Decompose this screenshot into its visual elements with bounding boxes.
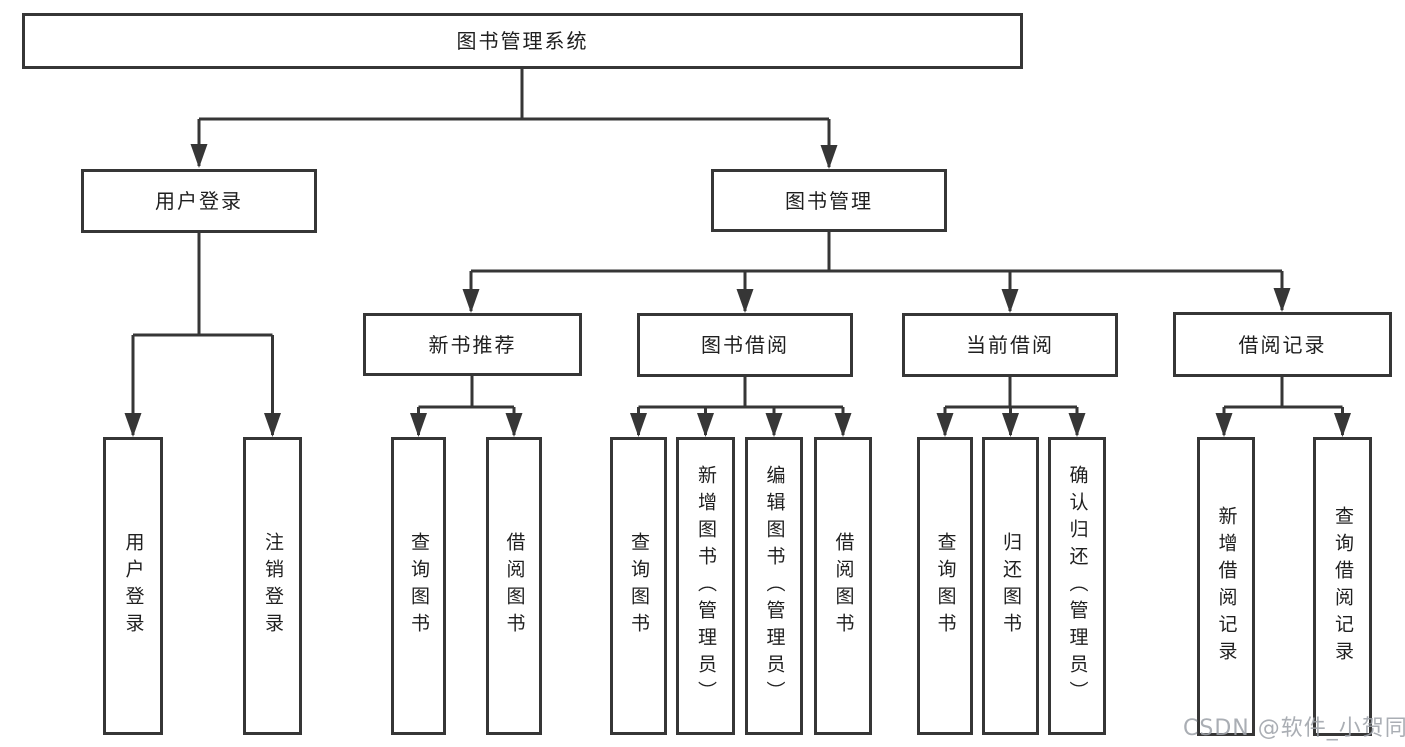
connector-bookborrow-stem <box>638 377 843 409</box>
connector-newbook-stem <box>418 376 514 409</box>
node-book-borrow: 图书借阅 <box>637 313 853 377</box>
connector-bookmgmt-stem <box>471 232 1282 273</box>
leaf-query-books-2: 查询图书 <box>610 437 667 735</box>
leaf-add-book-admin: 新增图书（管理员） <box>676 437 735 735</box>
leaf-edit-book-admin: 编辑图书（管理员） <box>745 437 803 735</box>
connector-userlogin-stem <box>133 233 273 337</box>
leaf-borrow-books-2: 借阅图书 <box>814 437 872 735</box>
connector-records-stem <box>1224 377 1343 409</box>
leaf-query-books-1: 查询图书 <box>391 437 446 735</box>
leaf-query-borrow-record: 查询借阅记录 <box>1313 437 1372 736</box>
leaf-return-books: 归还图书 <box>982 437 1039 735</box>
node-borrow-records: 借阅记录 <box>1173 312 1392 377</box>
node-book-management: 图书管理 <box>711 169 947 232</box>
leaf-user-login: 用户登录 <box>103 437 163 735</box>
node-new-book-recommend: 新书推荐 <box>363 313 582 376</box>
leaf-query-books-3: 查询图书 <box>917 437 973 735</box>
leaf-add-borrow-record: 新增借阅记录 <box>1197 437 1255 736</box>
leaf-logout: 注销登录 <box>243 437 302 735</box>
connector-root-stem <box>199 69 829 121</box>
node-root: 图书管理系统 <box>22 13 1023 69</box>
node-user-login: 用户登录 <box>81 169 317 233</box>
leaf-confirm-return-admin: 确认归还（管理员） <box>1048 437 1106 735</box>
leaf-borrow-books-1: 借阅图书 <box>486 437 542 735</box>
csdn-watermark: CSDN @软件_小贺同学 <box>1183 716 1405 741</box>
connector-currentborrow-stem <box>945 377 1077 409</box>
node-current-borrow: 当前借阅 <box>902 313 1118 377</box>
